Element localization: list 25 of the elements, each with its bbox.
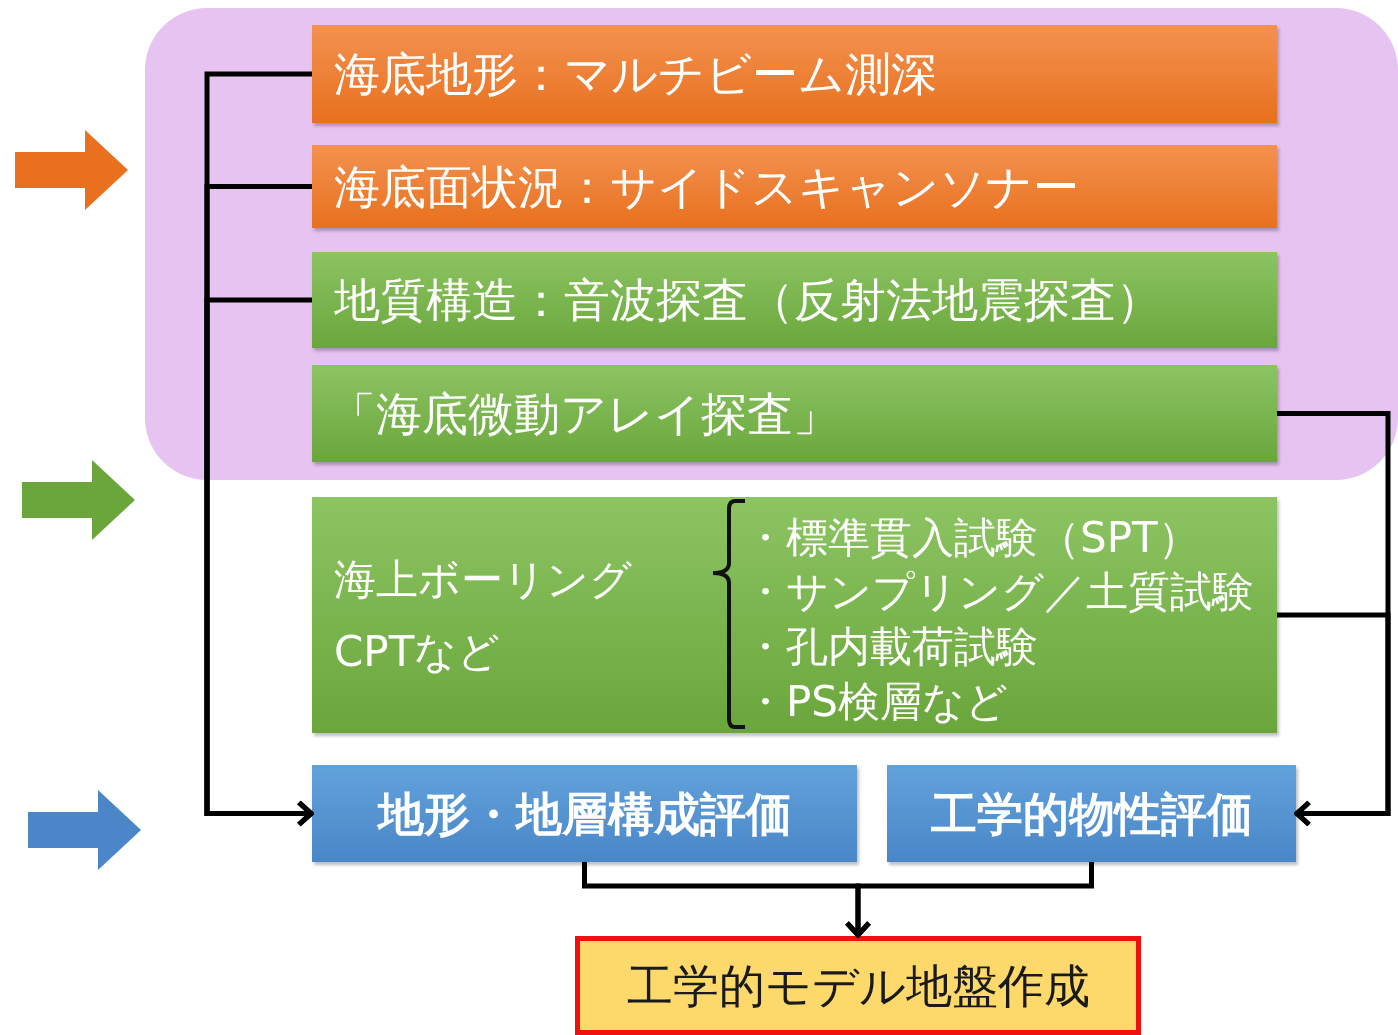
- background-band: [145, 8, 1398, 480]
- process-box: [312, 252, 1277, 348]
- process-box: [312, 365, 1277, 462]
- process-box: [312, 25, 1277, 123]
- box-label: 海底面状況：サイドスキャンソナー: [334, 161, 1079, 212]
- box-label: 「海底微動アレイ探査」: [330, 388, 839, 439]
- list-item: ・PS検層など: [744, 679, 1008, 726]
- evaluation-box: [887, 765, 1296, 862]
- result-box: [575, 936, 1141, 1035]
- connector-arrow: [204, 297, 314, 827]
- connector-arrow: [844, 862, 1094, 938]
- box-label: 海上ボーリング: [334, 557, 632, 604]
- box-label: 地質構造：音波探査（反射法地震探査）: [334, 274, 1162, 326]
- process-box: [312, 145, 1277, 228]
- box-label: 工学的モデル地盤作成: [625, 960, 1091, 1011]
- list-item: ・サンプリング／土質試験: [744, 569, 1254, 616]
- box-label: CPTなど: [334, 629, 501, 676]
- evaluation-box: [312, 765, 857, 862]
- list-item: ・標準貫入試験（SPT）: [744, 515, 1200, 562]
- connector-arrow: [1277, 612, 1391, 827]
- box-label: 海底地形：マルチビーム測深: [334, 48, 937, 100]
- box-label: 工学的物性評価: [929, 788, 1254, 839]
- list-item: ・孔内載荷試験: [744, 624, 1038, 671]
- box-label: 地形・地層構成評価: [375, 788, 793, 839]
- process-box: [312, 497, 1277, 733]
